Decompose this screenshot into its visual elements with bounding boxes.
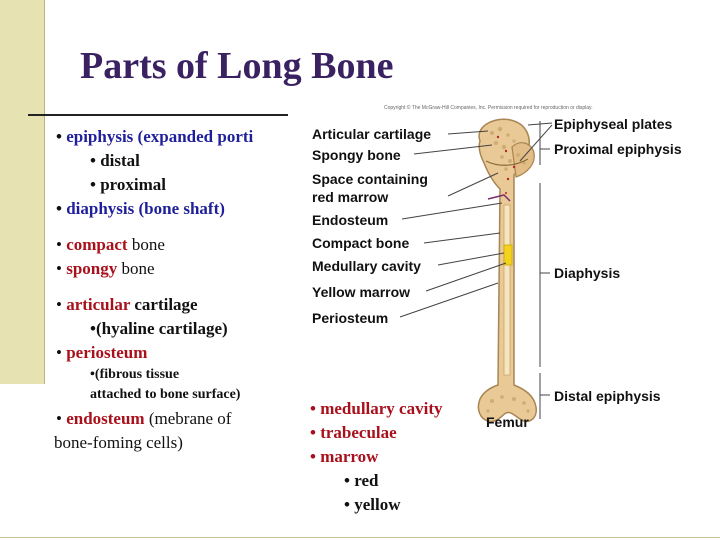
yellow-marrow-shape bbox=[503, 244, 513, 266]
term-diaphysis: diaphysis (bone shaft) bbox=[66, 199, 225, 218]
bullet-distal: • distal bbox=[90, 151, 140, 170]
bullet-spongy: • spongy bone bbox=[56, 259, 155, 278]
bullet-red: • red bbox=[344, 471, 379, 490]
spongy-bone-texture bbox=[486, 126, 530, 413]
bullet-compact: • compact bone bbox=[56, 235, 165, 254]
label-space-line2: red marrow bbox=[312, 189, 389, 205]
figure-copyright: Copyright © The McGraw-Hill Companies, I… bbox=[384, 105, 593, 111]
left-accent-divider bbox=[44, 0, 45, 384]
femur-figure: Copyright © The McGraw-Hill Companies, I… bbox=[288, 103, 720, 433]
blood-vessel bbox=[487, 194, 511, 202]
slide-title: Parts of Long Bone bbox=[80, 45, 394, 87]
femur-trochanter bbox=[511, 142, 535, 178]
label-endosteum: Endosteum bbox=[312, 212, 389, 228]
label-diaphysis: Diaphysis bbox=[554, 265, 621, 281]
figure-caption: Femur bbox=[486, 414, 529, 430]
term-periosteum: periosteum bbox=[66, 343, 148, 362]
label-yellow-marrow: Yellow marrow bbox=[312, 284, 411, 300]
femur-illustration bbox=[399, 118, 553, 423]
bullet-articular: • articular cartilage bbox=[56, 295, 198, 314]
term-compact: compact bbox=[66, 235, 128, 254]
term-epiphysis: epiphysis (expanded porti bbox=[66, 127, 254, 146]
bottom-divider bbox=[0, 537, 720, 538]
bullet-proximal: • proximal bbox=[90, 175, 167, 194]
term-endosteum: endosteum bbox=[66, 409, 145, 428]
bullet-fibrous-line1: •(fibrous tissue bbox=[90, 367, 180, 382]
title-underline bbox=[28, 114, 328, 116]
bullet-epiphysis: • epiphysis (expanded porti bbox=[56, 127, 254, 146]
left-accent-bar bbox=[0, 0, 44, 384]
label-compact-bone: Compact bone bbox=[312, 235, 410, 251]
label-distal-epiphysis: Distal epiphysis bbox=[554, 388, 661, 404]
bullet-marrow: • marrow bbox=[310, 447, 379, 466]
bullet-fibrous-line2: attached to bone surface) bbox=[90, 387, 241, 402]
leader-lines-left bbox=[399, 130, 507, 318]
bullet-trabeculae: • trabeculae bbox=[310, 423, 397, 442]
bullet-diaphysis: • diaphysis (bone shaft) bbox=[56, 199, 225, 218]
leader-lines-right bbox=[519, 121, 553, 419]
medullary-cavity-shape bbox=[503, 204, 511, 376]
epiphyseal-plate-line bbox=[485, 158, 529, 166]
bullet-yellow: • yellow bbox=[344, 495, 401, 514]
label-spongy-bone: Spongy bone bbox=[312, 147, 401, 163]
label-medullary-cavity: Medullary cavity bbox=[312, 258, 421, 274]
bullet-medullary: • medullary cavity bbox=[310, 399, 443, 418]
bullet-periosteum: • periosteum bbox=[56, 343, 148, 362]
bullet-hyaline: •(hyaline cartilage) bbox=[90, 319, 228, 338]
red-marrow-dots bbox=[496, 135, 516, 194]
bullet-endosteum-line2: bone-foming cells) bbox=[54, 433, 183, 452]
term-spongy: spongy bbox=[66, 259, 118, 278]
label-epiphyseal-plates: Epiphyseal plates bbox=[554, 116, 673, 132]
label-space-line1: Space containing bbox=[312, 171, 428, 187]
label-articular-cartilage: Articular cartilage bbox=[312, 126, 432, 142]
label-proximal-epiphysis: Proximal epiphysis bbox=[554, 141, 682, 157]
bullet-endosteum: • endosteum (mebrane of bbox=[56, 409, 232, 428]
label-periosteum: Periosteum bbox=[312, 310, 389, 326]
term-articular: articular bbox=[66, 295, 131, 314]
